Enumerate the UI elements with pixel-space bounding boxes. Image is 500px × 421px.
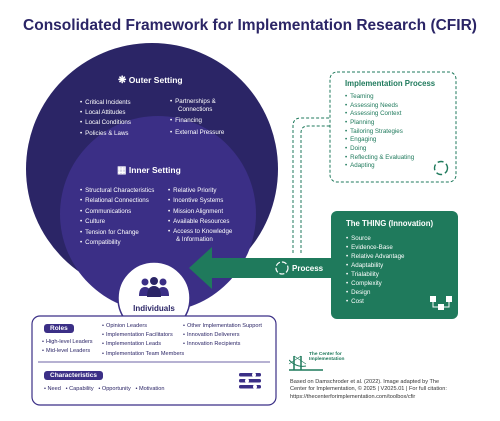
list-item: Tension for Change (80, 228, 154, 238)
people-icon (133, 276, 175, 303)
inner-setting-label: Inner Setting (128, 165, 181, 175)
list-item: Evidence-Base (346, 243, 405, 252)
list-item: Engaging (345, 136, 414, 145)
roles-label: Roles (44, 324, 74, 333)
characteristics-label: Characteristics (44, 371, 103, 380)
list-item: Adapting (345, 162, 414, 171)
list-item: Connections (178, 106, 213, 114)
list-item: & Information (176, 235, 213, 243)
list-item: Innovation Deliverers (183, 331, 262, 340)
list-item: Opinion Leaders (102, 322, 184, 331)
individuals-title: Individuals (133, 304, 175, 313)
list-item: Source (346, 234, 405, 243)
list-item: Communications (80, 207, 154, 217)
implementation-process-box (329, 71, 457, 183)
list-item: Mission Alignment (168, 207, 232, 217)
list-item: Planning (345, 119, 414, 128)
network-icon (430, 296, 452, 315)
list-item: Critical Incidents (80, 98, 131, 108)
bridge-icon (288, 355, 323, 371)
sun-icon: ❋ (118, 75, 127, 86)
citation-line: Based on Damschroder et al. (2022). Imag… (290, 379, 440, 385)
inner-setting-title: ▦ Inner Setting (117, 165, 181, 176)
outer-setting-title: ❋ Outer Setting (118, 75, 183, 86)
outer-setting-list-1: Critical Incidents Local Attitudes Local… (80, 98, 131, 139)
center-logo (288, 352, 323, 379)
list-item: • Capability (65, 386, 94, 392)
list-item: • Opportunity (98, 386, 131, 392)
roles-list-1: High-level Leaders Mid-level Leaders (42, 338, 93, 356)
list-item: Doing (345, 145, 414, 154)
implementation-process-title: Implementation Process (345, 79, 436, 88)
building-icon: ▦ (117, 165, 127, 176)
implementation-cycle-icon (433, 160, 449, 176)
roles-list-2: Opinion Leaders Implementation Facilitat… (102, 322, 184, 359)
process-label: Process (292, 264, 324, 273)
list-item: Teaming (345, 93, 414, 102)
list-item: Innovation Recipients (183, 340, 262, 349)
sliders-icon (239, 372, 261, 395)
characteristics-list: • Need • Capability • Opportunity • Moti… (44, 386, 164, 392)
list-item: Reflecting & Evaluating (345, 154, 414, 163)
roles-list-3: Other Implementation Support Innovation … (183, 322, 262, 350)
list-item: Implementation Leads (102, 340, 184, 349)
list-item: Culture (80, 217, 154, 227)
list-item: Other Implementation Support (183, 322, 262, 331)
inner-setting-list-1: Structural Characteristics Relational Co… (80, 186, 154, 248)
list-item: Implementation Team Members (102, 350, 184, 359)
list-item: Implementation Facilitators (102, 331, 184, 340)
process-cycle-icon (275, 261, 289, 275)
list-item: Cost (346, 297, 405, 306)
list-item: Assessing Needs (345, 102, 414, 111)
outer-setting-list-2: Partnerships & Connections Financing Ext… (170, 98, 224, 137)
list-item: Incentive Systems (168, 196, 232, 206)
citation-line: Center for Implementation, © 2025 | V202… (290, 386, 447, 393)
list-item: Mid-level Leaders (42, 347, 93, 356)
outer-setting-label: Outer Setting (128, 75, 183, 85)
list-item: • Motivation (135, 386, 165, 392)
list-item: Relative Advantage (346, 252, 404, 261)
citation-line: https://thecenterforimplementation.com/t… (290, 393, 416, 400)
list-item: Access to Knowledge (168, 228, 232, 236)
innovation-title: The THING (Innovation) (346, 219, 434, 228)
list-item: Compatibility (80, 238, 154, 248)
page-title: Consolidated Framework for Implementatio… (23, 17, 477, 34)
list-item: Trialability (346, 270, 405, 279)
process-arrow (189, 247, 331, 289)
process-connector-inner (300, 125, 330, 253)
list-item: Local Attitudes (80, 108, 131, 118)
list-item: Relational Connections (80, 196, 154, 206)
list-item: Adaptability (346, 261, 405, 270)
list-item: Local Conditions (80, 118, 131, 128)
list-item: Structural Characteristics (80, 186, 154, 196)
innovation-list: Source Evidence-Base Relative Advantage … (346, 234, 405, 306)
list-item: High-level Leaders (42, 338, 93, 347)
inner-setting-list-2: Relative Priority Incentive Systems Miss… (168, 186, 232, 244)
process-connector (292, 117, 330, 253)
logo-text: The Center for Implementation (309, 352, 345, 363)
list-item: Policies & Laws (80, 129, 131, 139)
list-item: Complexity (346, 279, 405, 288)
list-item: Relative Priority (168, 186, 232, 196)
list-item: • Need (44, 386, 61, 392)
list-item: Design (346, 288, 405, 297)
list-item: External Pressure (170, 129, 224, 137)
implementation-process-list: Teaming Assessing Needs Assessing Contex… (345, 93, 414, 171)
citation: Based on Damschroder et al. (2022). Imag… (290, 379, 495, 401)
list-item: Partnerships & (170, 98, 224, 106)
list-item: Financing (170, 117, 224, 125)
list-item: Tailoring Strategies (345, 128, 414, 137)
list-item: Assessing Context (345, 110, 414, 119)
list-item: Available Resources (168, 217, 232, 227)
